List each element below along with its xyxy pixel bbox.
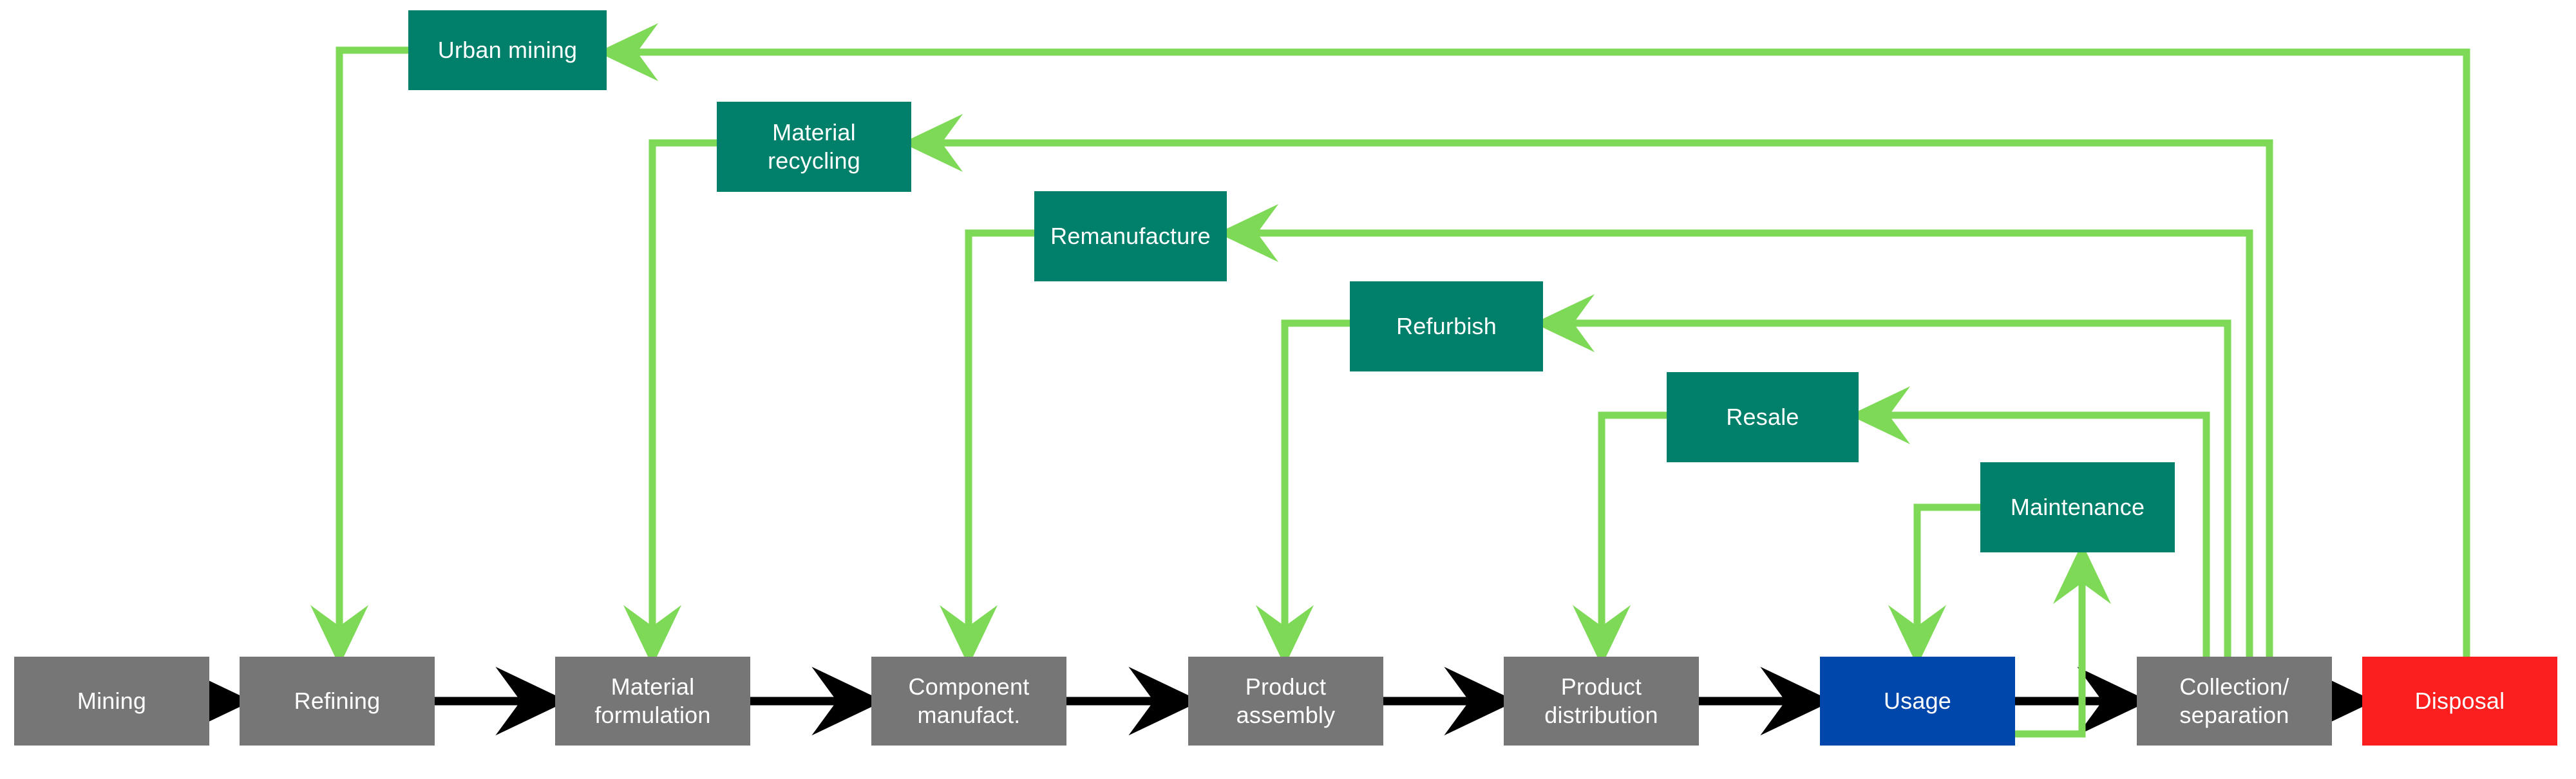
loop-node-urban-mining[interactable]: Urban mining	[408, 10, 607, 90]
stage-node-collection-separation[interactable]: Collection/ separation	[2137, 657, 2332, 746]
stage-node-product-distribution[interactable]: Product distribution	[1504, 657, 1699, 746]
loop-node-maintenance[interactable]: Maintenance	[1980, 462, 2175, 552]
loop-node-material-recycling[interactable]: Material recycling	[717, 102, 911, 192]
stage-node-refining[interactable]: Refining	[240, 657, 435, 746]
loop-node-remanufacture[interactable]: Remanufacture	[1034, 191, 1227, 281]
stage-node-disposal[interactable]: Disposal	[2362, 657, 2557, 746]
stage-node-product-assembly[interactable]: Product assembly	[1188, 657, 1383, 746]
stage-node-mining[interactable]: Mining	[14, 657, 209, 746]
stage-node-usage[interactable]: Usage	[1820, 657, 2015, 746]
stage-node-material-formulation[interactable]: Material formulation	[555, 657, 750, 746]
loop-node-resale[interactable]: Resale	[1667, 372, 1859, 462]
loop-node-refurbish[interactable]: Refurbish	[1350, 281, 1543, 371]
loop-reentry-arrows	[310, 46, 1980, 666]
stage-node-component-manufact[interactable]: Component manufact.	[871, 657, 1066, 746]
